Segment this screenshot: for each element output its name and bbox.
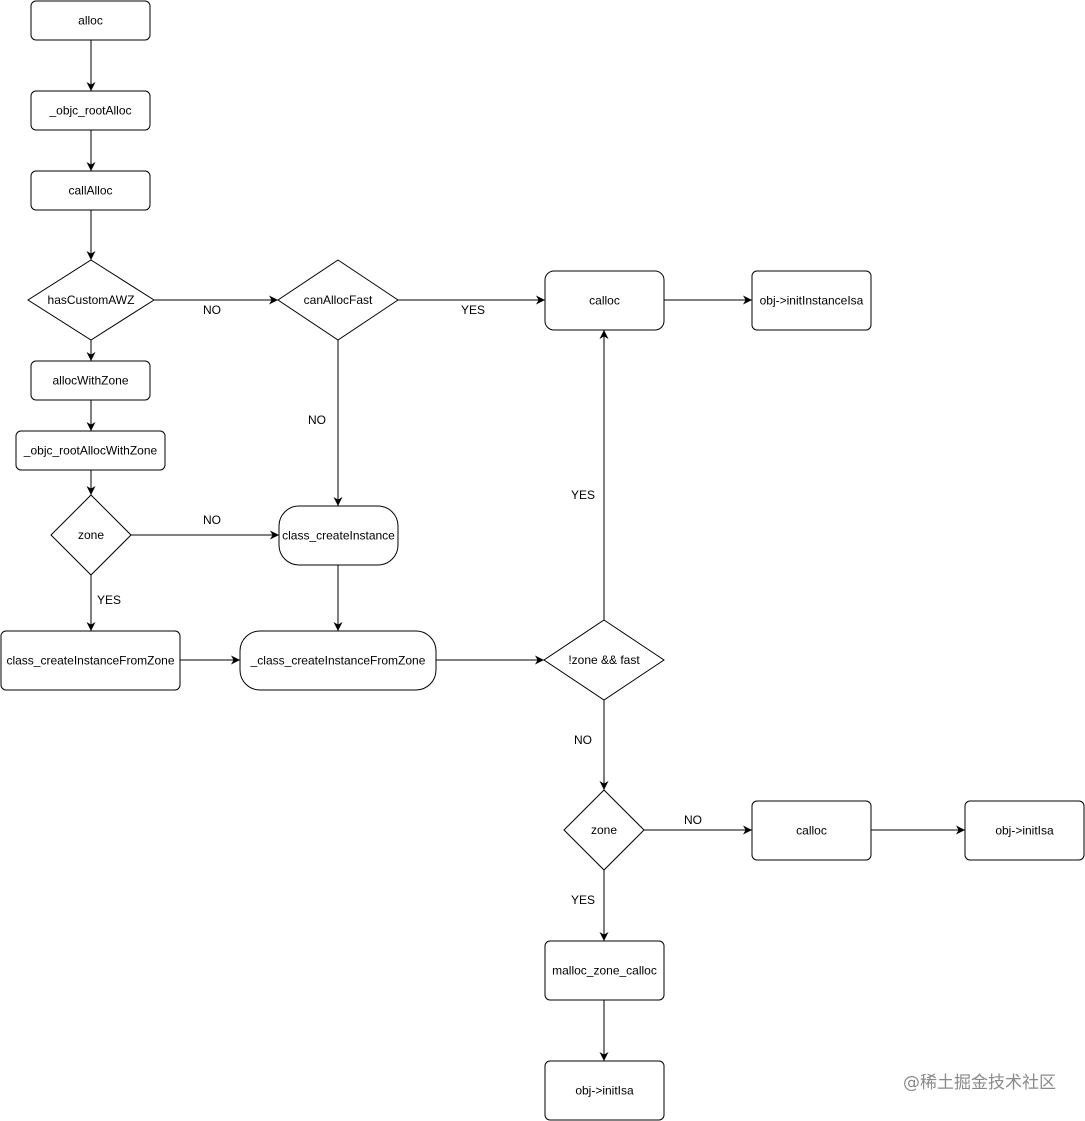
node-class-createinstancefromzone: class_createInstanceFromZone <box>0 630 181 691</box>
node-allocwithzone: allocWithZone <box>30 360 151 401</box>
node-label: class_createInstanceFromZone <box>6 654 174 668</box>
node-label: canAllocFast <box>304 293 373 307</box>
node--class-createinstancefromzone: _class_createInstanceFromZone <box>239 630 437 691</box>
node-label: hasCustomAWZ <box>48 293 135 307</box>
node-label: obj->initIsa <box>995 824 1054 838</box>
edge-label-yes: YES <box>97 593 121 607</box>
node-label: _class_createInstanceFromZone <box>250 654 426 668</box>
process-box <box>15 430 166 471</box>
process-box <box>30 90 151 131</box>
process-box <box>0 630 181 691</box>
node-initisa-right: obj->initIsa <box>964 800 1085 861</box>
node-zone-left: zone <box>50 494 132 576</box>
process-box <box>751 270 872 331</box>
node-label: malloc_zone_calloc <box>552 964 657 978</box>
node-zone-bottom: zone <box>563 789 645 871</box>
process-box <box>30 0 151 41</box>
edge-label-yes: YES <box>571 488 595 502</box>
node-label: callAlloc <box>68 184 112 198</box>
node-label: obj->initIsa <box>575 1084 634 1098</box>
node-label: zone <box>78 528 104 542</box>
process-box <box>544 270 665 331</box>
node-label: !zone && fast <box>568 653 640 667</box>
edge-label-no: NO <box>684 813 702 827</box>
process-box <box>30 360 151 401</box>
node-calloc-mid: calloc <box>751 800 872 861</box>
node-label: allocWithZone <box>52 374 128 388</box>
edge-label-no: NO <box>203 513 221 527</box>
process-box <box>544 940 665 1001</box>
edge-label-no: NO <box>203 303 221 317</box>
node-callalloc: callAlloc <box>30 170 151 211</box>
node-label: _objc_rootAlloc <box>48 104 131 118</box>
node-label: calloc <box>589 294 620 308</box>
node-label: _objc_rootAllocWithZone <box>23 444 158 458</box>
decision-diamond <box>277 259 399 341</box>
node-label: class_createInstance <box>282 529 395 543</box>
decision-diamond <box>563 789 645 871</box>
node-label: alloc <box>78 14 103 28</box>
edge-label-yes: YES <box>461 303 485 317</box>
node-alloc: alloc <box>30 0 151 41</box>
node-notzone-fast: !zone && fast <box>543 619 665 701</box>
node-class-createinstance: class_createInstance <box>278 505 399 566</box>
edge-labels-layer: NO YES NO NO YES YES NO NO YES <box>97 303 702 907</box>
node-initinstanceisa: obj->initInstanceIsa <box>751 270 872 331</box>
decision-diamond <box>27 259 155 341</box>
process-box <box>278 505 399 566</box>
edges-layer <box>86 40 965 1061</box>
process-box <box>544 1060 665 1121</box>
edge-label-no: NO <box>308 413 326 427</box>
node-hascustomawz: hasCustomAWZ <box>27 259 155 341</box>
watermark-text: @稀土掘金技术社区 <box>903 1073 1056 1093</box>
node-label: calloc <box>796 824 827 838</box>
edge-label-yes: YES <box>571 893 595 907</box>
node-initisa-bottom: obj->initIsa <box>544 1060 665 1121</box>
node-canallocfast: canAllocFast <box>277 259 399 341</box>
edge-label-no: NO <box>574 733 592 747</box>
process-box <box>964 800 1085 861</box>
node-objc-rootalloc: _objc_rootAlloc <box>30 90 151 131</box>
process-box <box>751 800 872 861</box>
node-malloc-zone-calloc: malloc_zone_calloc <box>544 940 665 1001</box>
decision-diamond <box>543 619 665 701</box>
node-label: zone <box>591 823 617 837</box>
process-box <box>30 170 151 211</box>
node-calloc-top: calloc <box>544 270 665 331</box>
node-objc-rootallocwithzone: _objc_rootAllocWithZone <box>15 430 166 471</box>
process-box <box>239 630 437 691</box>
node-label: obj->initInstanceIsa <box>760 294 864 308</box>
decision-diamond <box>50 494 132 576</box>
